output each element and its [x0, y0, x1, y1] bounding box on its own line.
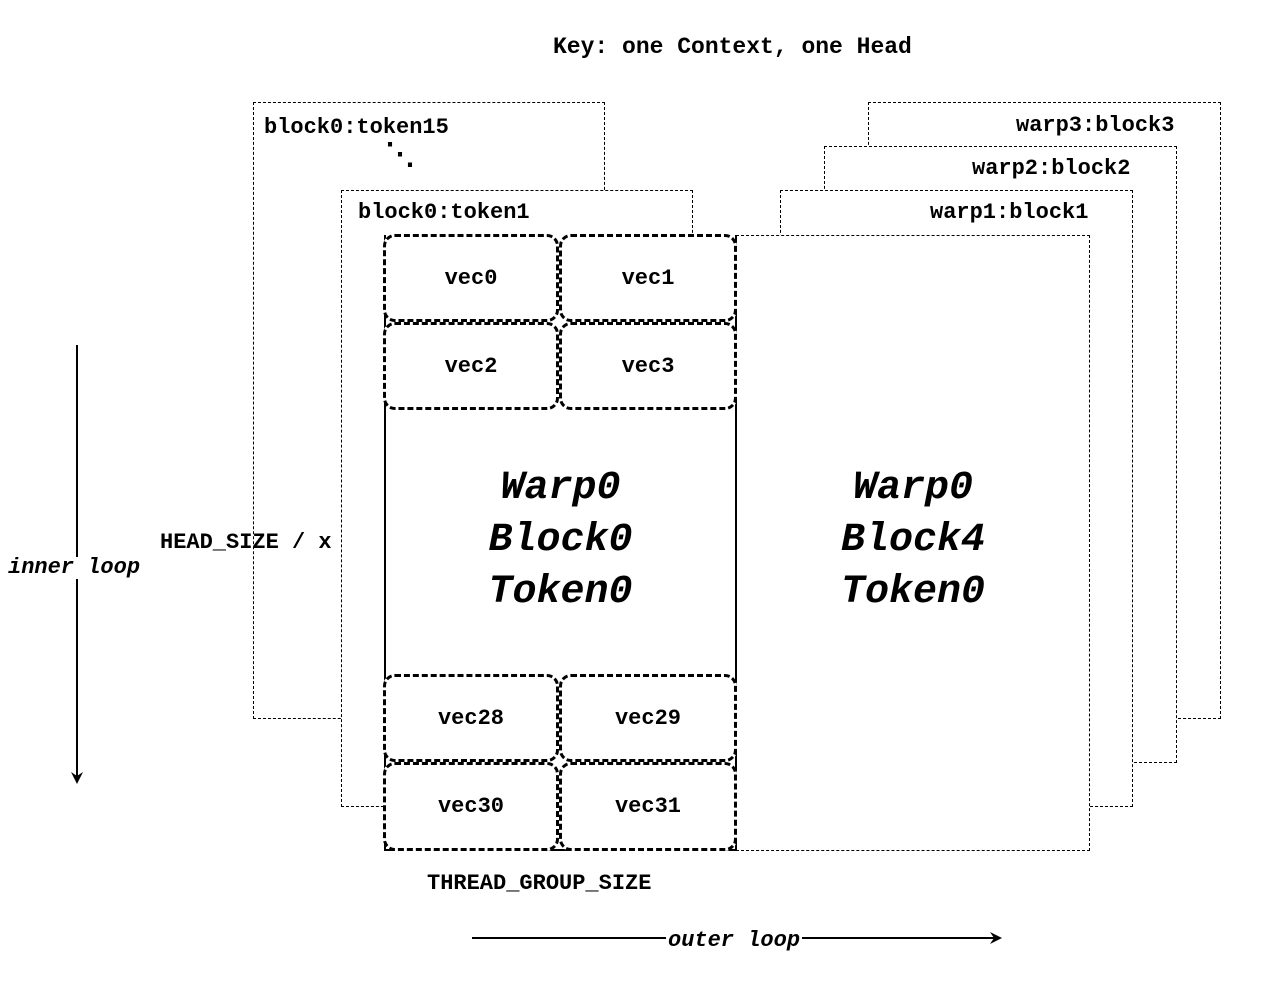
head-size-label: HEAD_SIZE / x [160, 530, 332, 555]
right-line-block: Block4 [840, 518, 986, 563]
vec-cell: vec2 [383, 322, 559, 410]
vec-cell: vec28 [383, 674, 559, 762]
vec-cell: vec29 [559, 674, 737, 762]
warp1-label: warp1:block1 [930, 200, 1089, 225]
warp2-label: warp2:block2 [972, 156, 1131, 181]
token1-label: block0:token1 [358, 200, 530, 225]
warp3-label: warp3:block3 [1016, 113, 1175, 138]
ellipsis-dots: ⋱ [385, 140, 415, 174]
warp0-block0-text: Warp0 Block0 Token0 [384, 463, 737, 619]
right-line-warp: Warp0 [852, 466, 974, 511]
main-line-token: Token0 [488, 570, 633, 615]
outer-loop-label: outer loop [666, 928, 803, 953]
vec-cell: vec30 [383, 762, 559, 851]
inner-loop-label: inner loop [6, 555, 143, 580]
right-line-token: Token0 [840, 570, 986, 615]
vec-cell: vec31 [559, 762, 737, 851]
vec-cell: vec1 [559, 234, 737, 322]
thread-group-size-label: THREAD_GROUP_SIZE [427, 871, 652, 896]
diagram-title: Key: one Context, one Head [553, 34, 912, 60]
main-line-block: Block0 [488, 518, 633, 563]
warp0-block4-text: Warp0 Block4 Token0 [736, 463, 1090, 619]
vec-cell: vec3 [559, 322, 737, 410]
inner-loop-text: inner loop [8, 555, 141, 580]
outer-loop-text: outer loop [668, 928, 801, 953]
vec-cell: vec0 [383, 234, 559, 322]
token15-label: block0:token15 [264, 115, 449, 140]
main-line-warp: Warp0 [500, 466, 621, 511]
